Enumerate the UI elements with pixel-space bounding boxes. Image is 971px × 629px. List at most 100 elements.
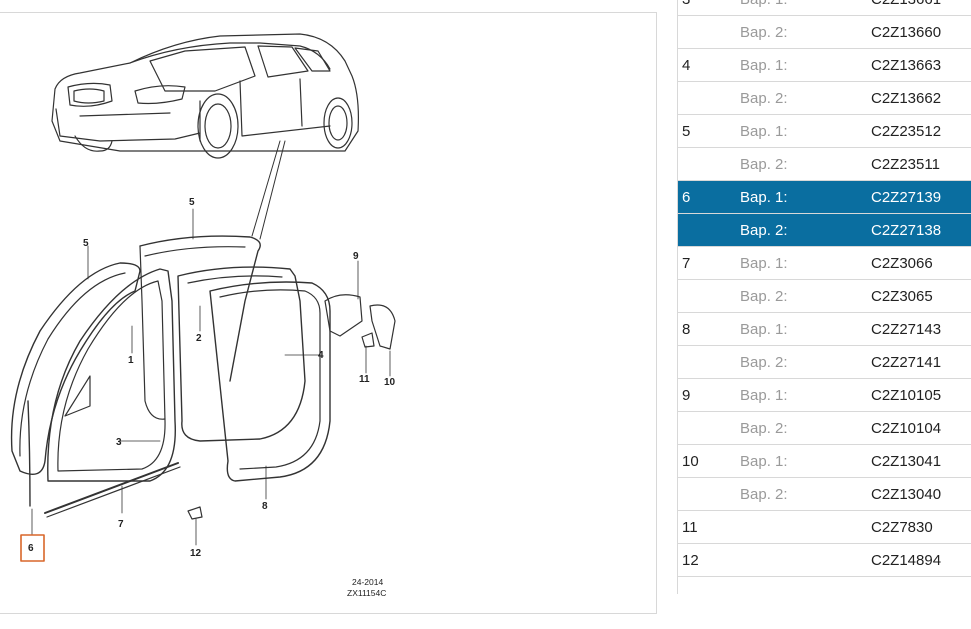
part-variant-label: Вар. 1: bbox=[740, 0, 871, 16]
diagram-footer-code: ZX11154C bbox=[347, 588, 386, 598]
door-frame-rear bbox=[177, 266, 306, 442]
parts-row[interactable]: Вар. 2:C2Z27141 bbox=[678, 345, 971, 379]
part-number-code[interactable]: C2Z3065 bbox=[871, 279, 971, 313]
door-frame-front bbox=[47, 268, 176, 482]
parts-row[interactable]: Вар. 2:C2Z13040 bbox=[678, 477, 971, 511]
part-position-number: 12 bbox=[678, 543, 740, 577]
part-variant-label: Вар. 2: bbox=[740, 411, 871, 445]
part-number-code[interactable]: C2Z10105 bbox=[871, 378, 971, 412]
callout-5-left[interactable]: 5 bbox=[83, 238, 89, 249]
part-number-code[interactable]: C2Z14894 bbox=[871, 543, 971, 577]
callout-11[interactable]: 11 bbox=[359, 374, 370, 385]
part-number-code[interactable]: C2Z7830 bbox=[871, 510, 971, 544]
part-variant-label: Вар. 2: bbox=[740, 147, 871, 181]
part-variant-label: Вар. 1: bbox=[740, 246, 871, 280]
part-variant-label: Вар. 1: bbox=[740, 444, 871, 478]
part-position-number: 8 bbox=[678, 312, 740, 346]
part-position-number bbox=[678, 345, 740, 379]
part-number-code[interactable]: C2Z13661 bbox=[871, 0, 971, 16]
part-number-code[interactable]: C2Z27143 bbox=[871, 312, 971, 346]
part-position-number: 10 bbox=[678, 444, 740, 478]
part-variant-label bbox=[740, 543, 871, 577]
callout-3[interactable]: 3 bbox=[116, 437, 122, 448]
callout-4[interactable]: 4 bbox=[318, 350, 324, 361]
parts-row[interactable]: 12 C2Z14894 bbox=[678, 543, 971, 577]
corner-seal-9 bbox=[324, 294, 363, 337]
part-number-code[interactable]: C2Z3066 bbox=[871, 246, 971, 280]
callout-8[interactable]: 8 bbox=[262, 501, 268, 512]
seal-strip-6 bbox=[27, 400, 31, 507]
callout-2[interactable]: 2 bbox=[196, 333, 202, 344]
part-number-code[interactable]: C2Z23512 bbox=[871, 114, 971, 148]
part-number-code[interactable]: C2Z13041 bbox=[871, 444, 971, 478]
parts-row[interactable]: Вар. 2:C2Z23511 bbox=[678, 147, 971, 181]
clip-12 bbox=[187, 506, 203, 520]
parts-row[interactable]: Вар. 2:C2Z10104 bbox=[678, 411, 971, 445]
part-number-code[interactable]: C2Z13660 bbox=[871, 15, 971, 49]
part-variant-label: Вар. 2: bbox=[740, 213, 871, 247]
parts-row[interactable]: Вар. 2:C2Z3065 bbox=[678, 279, 971, 313]
parts-diagram-panel: 5 5 1 2 3 4 9 10 11 7 8 12 6 24-2014 ZX1… bbox=[0, 12, 657, 614]
part-position-number bbox=[678, 411, 740, 445]
part-variant-label: Вар. 2: bbox=[740, 279, 871, 313]
part-variant-label: Вар. 1: bbox=[740, 312, 871, 346]
part-number-code[interactable]: C2Z13040 bbox=[871, 477, 971, 511]
callout-6[interactable]: 6 bbox=[28, 543, 34, 554]
callout-12[interactable]: 12 bbox=[190, 548, 202, 559]
car-illustration bbox=[51, 33, 359, 159]
part-number-code[interactable]: C2Z13663 bbox=[871, 48, 971, 82]
part-variant-label: Вар. 2: bbox=[740, 345, 871, 379]
part-position-number: 9 bbox=[678, 378, 740, 412]
part-position-number: 11 bbox=[678, 510, 740, 544]
sill-strip bbox=[44, 462, 179, 514]
corner-piece-10 bbox=[369, 304, 396, 350]
part-variant-label bbox=[740, 510, 871, 544]
part-variant-label: Вар. 1: bbox=[740, 114, 871, 148]
callout-6-highlight-box[interactable] bbox=[20, 534, 45, 562]
part-number-code[interactable]: C2Z27139 bbox=[871, 180, 971, 214]
callout-7[interactable]: 7 bbox=[118, 519, 124, 530]
callout-1[interactable]: 1 bbox=[128, 355, 134, 366]
part-variant-label: Вар. 1: bbox=[740, 378, 871, 412]
part-position-number bbox=[678, 213, 740, 247]
part-variant-label: Вар. 2: bbox=[740, 81, 871, 115]
part-number-code[interactable]: C2Z10104 bbox=[871, 411, 971, 445]
diagram-footer-year: 24-2014 bbox=[352, 577, 383, 587]
part-position-number: 4 bbox=[678, 48, 740, 82]
callout-5-top[interactable]: 5 bbox=[189, 197, 195, 208]
part-number-code[interactable]: C2Z13662 bbox=[871, 81, 971, 115]
parts-row[interactable]: Вар. 2:C2Z27138 bbox=[678, 213, 971, 247]
part-number-code[interactable]: C2Z23511 bbox=[871, 147, 971, 181]
seal-top-5 bbox=[139, 235, 261, 420]
part-number-code[interactable]: C2Z27141 bbox=[871, 345, 971, 379]
part-position-number: 6 bbox=[678, 180, 740, 214]
parts-row[interactable]: Вар. 2:C2Z13662 bbox=[678, 81, 971, 115]
part-variant-label: Вар. 1: bbox=[740, 180, 871, 214]
part-position-number bbox=[678, 477, 740, 511]
parts-row[interactable]: 11 C2Z7830 bbox=[678, 510, 971, 544]
part-position-number bbox=[678, 147, 740, 181]
part-number-code[interactable]: C2Z27138 bbox=[871, 213, 971, 247]
part-position-number: 5 bbox=[678, 114, 740, 148]
clip-11 bbox=[361, 332, 375, 348]
part-variant-label: Вар. 2: bbox=[740, 15, 871, 49]
callout-9[interactable]: 9 bbox=[353, 251, 359, 262]
seal-left-door bbox=[10, 262, 141, 475]
door-seals-diagram: 5 5 1 2 3 4 9 10 11 7 8 12 6 24-2014 ZX1… bbox=[10, 33, 396, 598]
part-position-number: 3 bbox=[678, 0, 740, 16]
parts-row[interactable]: Вар. 2:C2Z13660 bbox=[678, 15, 971, 49]
part-position-number: 7 bbox=[678, 246, 740, 280]
seal-rear-door-4 bbox=[209, 281, 331, 482]
callout-10[interactable]: 10 bbox=[384, 377, 396, 388]
part-variant-label: Вар. 2: bbox=[740, 477, 871, 511]
